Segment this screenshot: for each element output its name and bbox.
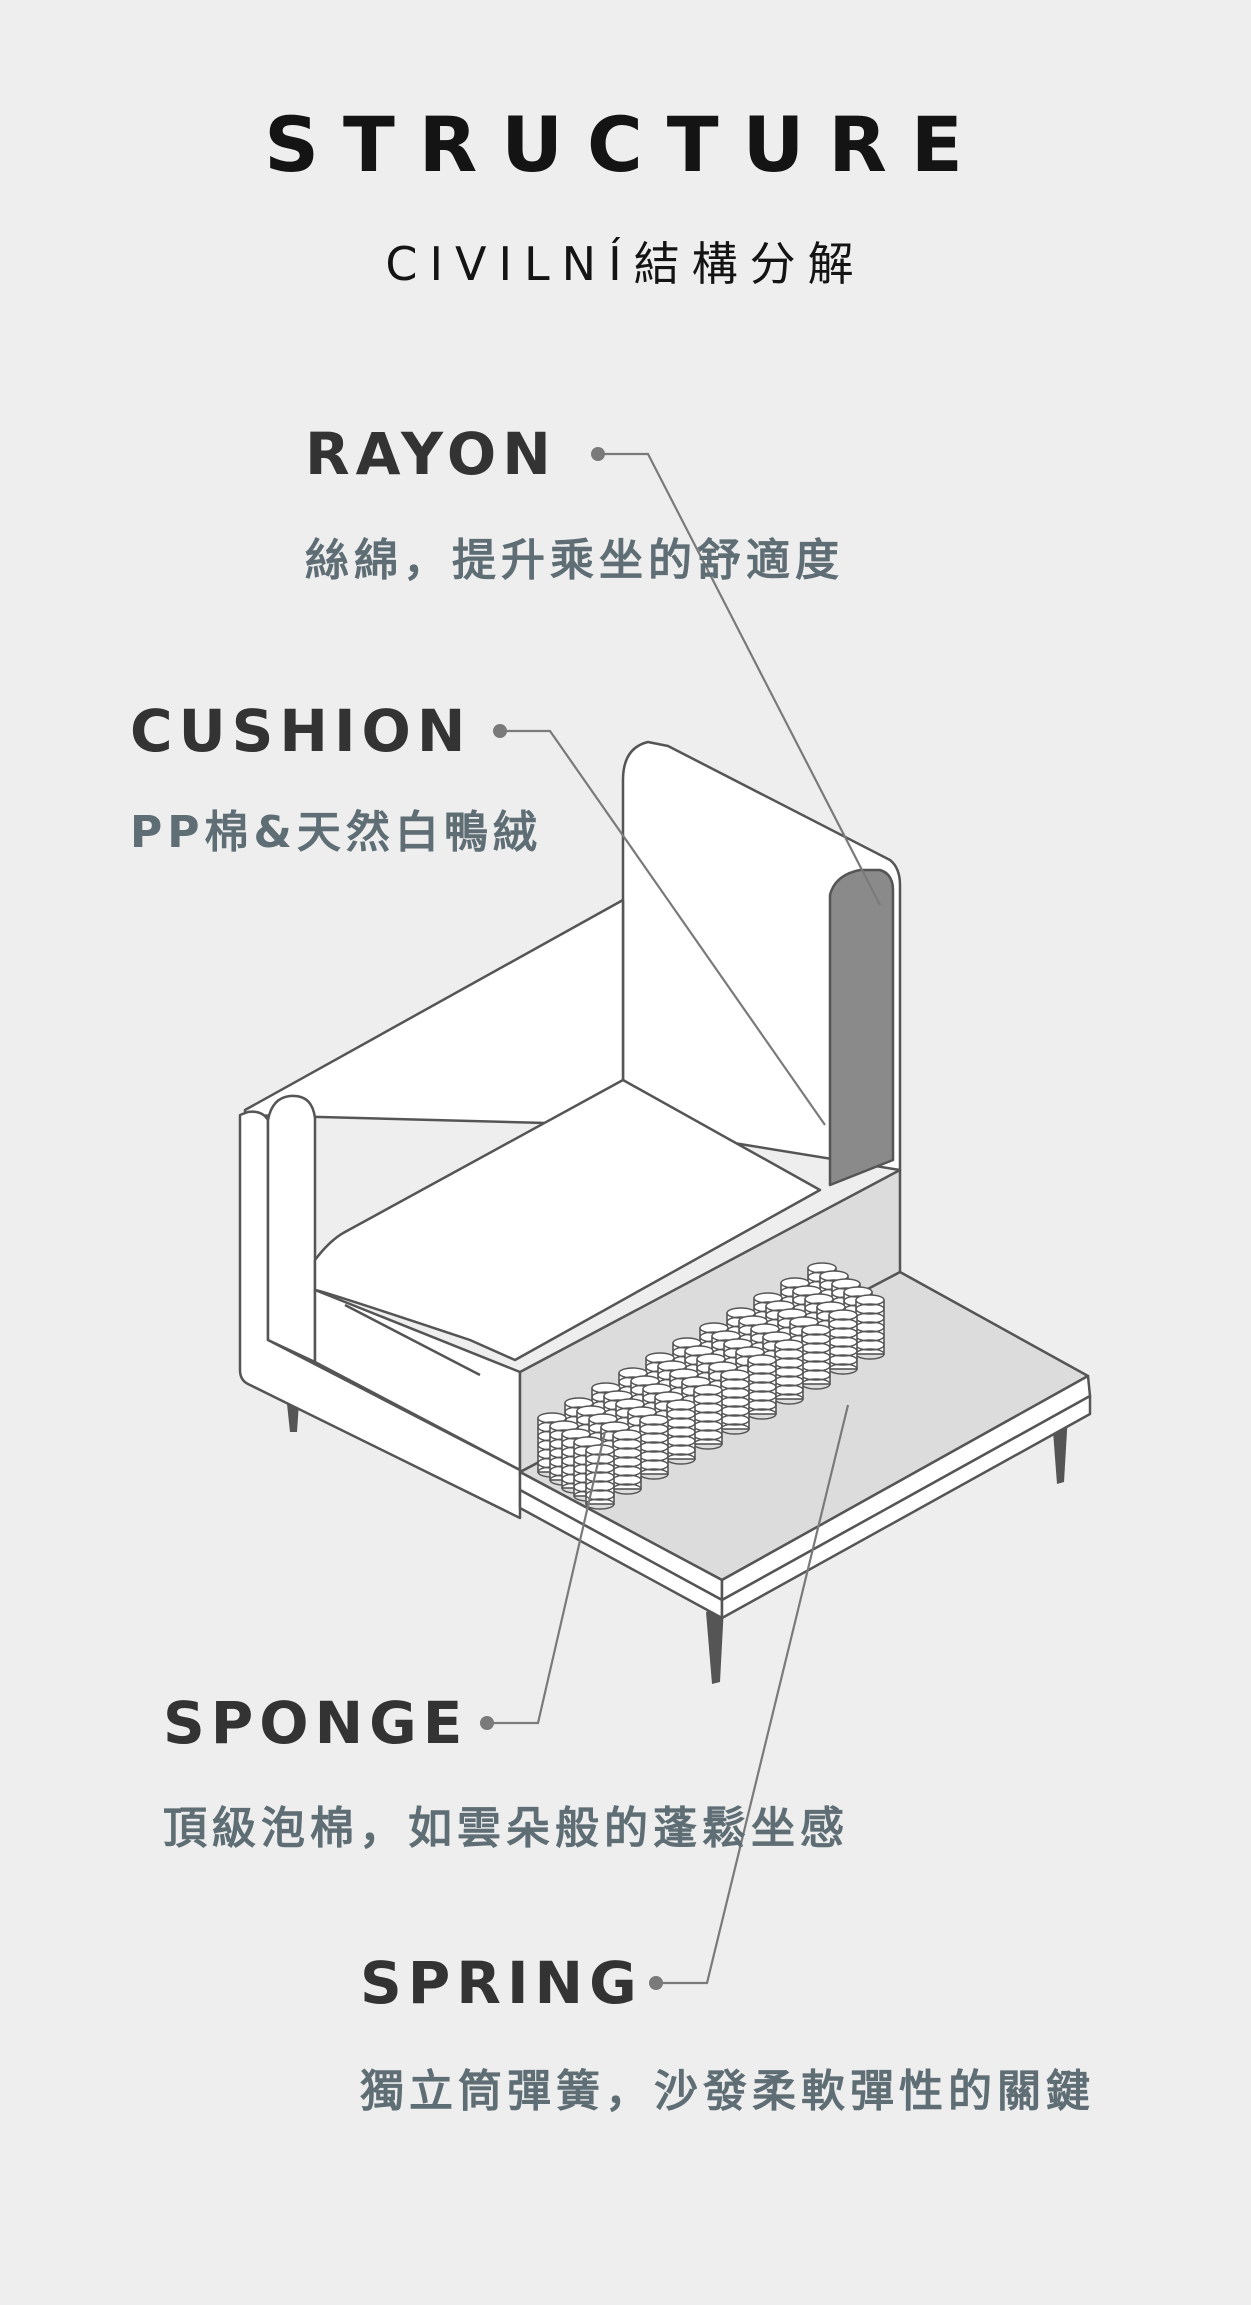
component-label-rayon: RAYON: [305, 420, 557, 488]
sponge-dot: [480, 1716, 494, 1730]
rayon-dot: [591, 447, 605, 461]
spring-coil: [693, 1384, 723, 1450]
spring-coil: [720, 1369, 750, 1435]
spring-array: [537, 1262, 885, 1510]
rayon-leader-line: [598, 452, 881, 906]
component-label-cushion: CUSHION: [130, 697, 472, 765]
spring-leader-line: [656, 1404, 850, 1985]
page-subtitle: CIVILNÍ結構分解: [385, 237, 866, 291]
component-label-spring: SPRING: [360, 1949, 643, 2017]
component-desc-sponge: 頂級泡棉，如雲朵般的蓬鬆坐感: [163, 1803, 849, 1854]
spring-coil: [801, 1324, 831, 1390]
spring-coil: [855, 1294, 885, 1360]
leader-lines: [487, 452, 881, 1985]
spring-coil: [612, 1429, 642, 1495]
cushion-dot: [493, 724, 507, 738]
spring-coil: [639, 1414, 669, 1480]
component-desc-rayon: 絲綿，提升乘坐的舒適度: [305, 535, 844, 586]
component-desc-cushion: PP棉&天然白鴨絨: [130, 807, 542, 858]
spring-coil: [666, 1399, 696, 1465]
spring-coil: [774, 1339, 804, 1405]
cushion-leader-line: [500, 729, 826, 1126]
leader-dots: [480, 447, 663, 1990]
spring-coil: [747, 1354, 777, 1420]
component-label-sponge: SPONGE: [163, 1689, 469, 1757]
spring-coil: [828, 1309, 858, 1375]
component-desc-spring: 獨立筒彈簧，沙發柔軟彈性的關鍵: [360, 2066, 1095, 2117]
sponge-leader-line: [487, 1431, 607, 1725]
sofa-body: [238, 740, 1092, 1684]
rayon-layer: [828, 868, 895, 1187]
page-title: STRUCTURE: [264, 100, 987, 189]
spring-dot: [649, 1976, 663, 1990]
